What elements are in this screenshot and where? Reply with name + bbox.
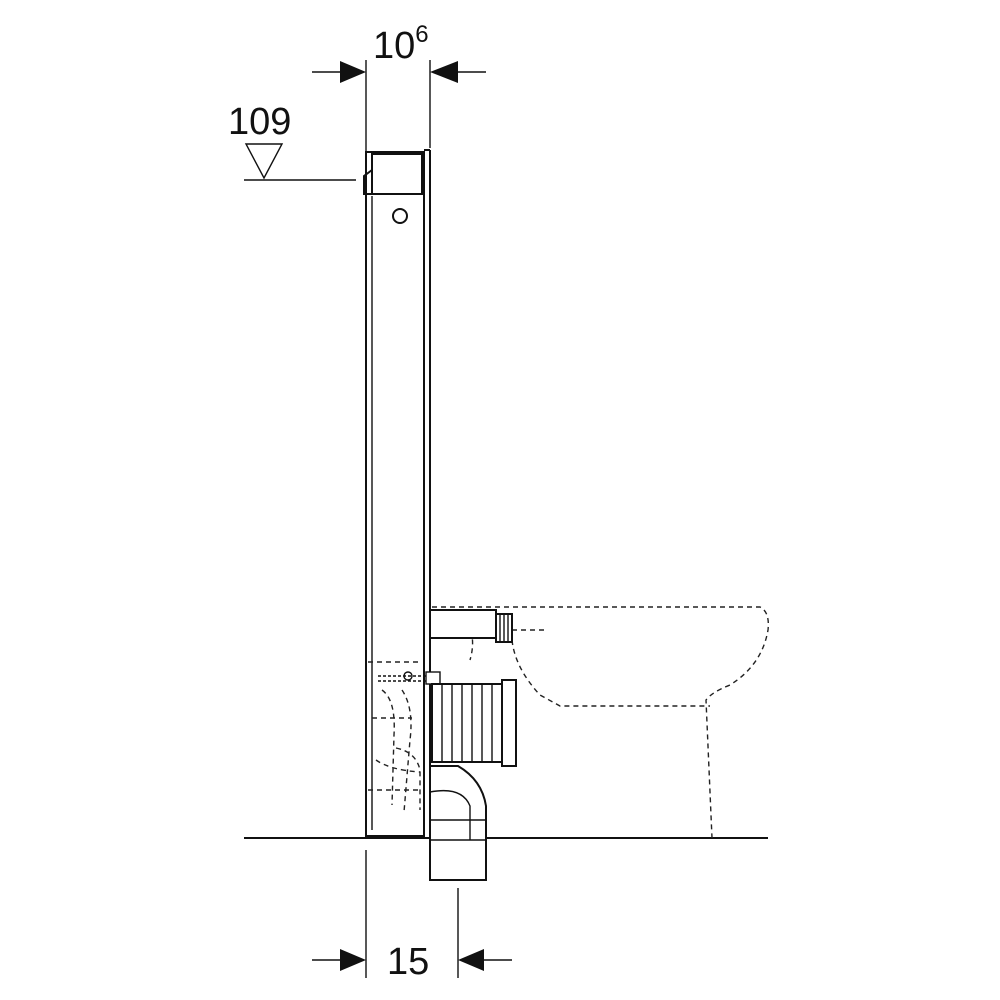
arrowhead-icon [430,61,458,83]
bowl-inner [511,639,710,707]
top-width-dimension: 106 [312,21,486,170]
internal-pipe-1 [381,689,395,806]
arrowhead-icon [340,949,366,971]
internal-line-3 [395,747,421,810]
waste-elbow-inner [429,789,471,840]
internal-pipe-2 [401,689,412,813]
height-marker: 109 [228,101,356,181]
waste-elbow [429,765,487,881]
flush-water-connector [429,609,513,643]
bowl-outer [432,606,770,839]
installation-module [363,149,441,837]
bottom-offset-dimension: 15 [312,850,512,983]
internal-line-2 [375,759,421,773]
module-panel [365,151,425,837]
cistern-top [371,153,423,195]
fixing-bolts [378,671,441,685]
drain-connector [431,679,517,767]
waste-pipe-bend [429,765,487,881]
arrowhead-icon [458,949,484,971]
flush-pipe [429,609,497,639]
cistern-lip [363,169,373,195]
inverted-triangle-level-icon [244,143,284,180]
arrowhead-icon [340,61,366,83]
height-mark-label: 109 [228,101,291,143]
fixing-hole [392,208,408,224]
top-width-label: 106 [373,21,429,67]
bottom-offset-label: 15 [387,941,429,983]
drain-bend-collar [501,679,517,767]
